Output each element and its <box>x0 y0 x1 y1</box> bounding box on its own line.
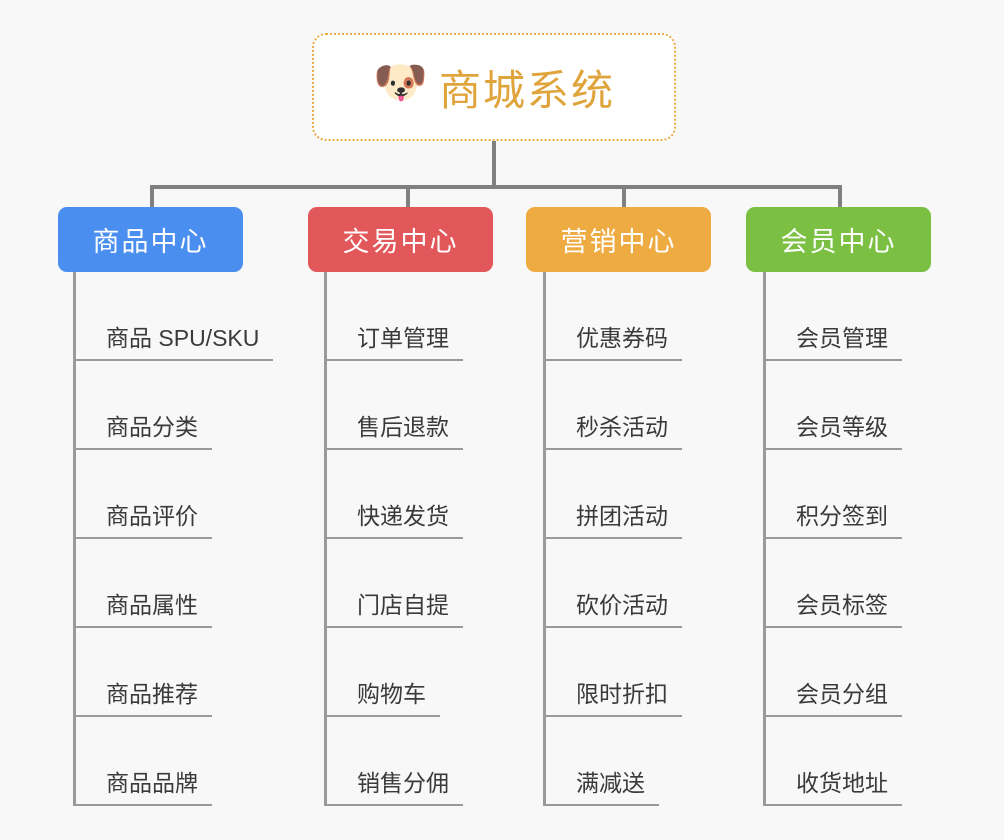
leaf-item[interactable]: 限时折扣 <box>546 628 682 717</box>
category-header-trade-center[interactable]: 交易中心 <box>308 207 493 272</box>
leaf-item[interactable]: 会员管理 <box>766 272 902 361</box>
leaf-item[interactable]: 商品推荐 <box>76 628 212 717</box>
leaf-item[interactable]: 收货地址 <box>766 717 902 806</box>
category-header-label: 营销中心 <box>560 227 677 257</box>
leaf-item[interactable]: 秒杀活动 <box>546 361 682 450</box>
leaf-item[interactable]: 商品分类 <box>76 361 212 450</box>
leaf-item-label: 积分签到 <box>766 503 902 539</box>
leaf-item-label: 售后退款 <box>327 414 463 450</box>
leaf-item-label: 商品 SPU/SKU <box>76 325 274 361</box>
leaf-item-label: 拼团活动 <box>546 503 682 539</box>
leaf-item[interactable]: 优惠券码 <box>546 272 682 361</box>
leaf-item[interactable]: 商品 SPU/SKU <box>76 272 274 361</box>
leaf-item-label: 会员等级 <box>766 414 902 450</box>
leaf-item[interactable]: 砍价活动 <box>546 539 682 628</box>
leaf-item-label: 商品分类 <box>76 414 212 450</box>
root-node-shop-system[interactable]: 🐶 商城系统 <box>312 33 676 141</box>
root-title: 商城系统 <box>438 66 615 114</box>
leaf-item-label: 商品属性 <box>76 592 212 628</box>
connector-drop-3 <box>622 185 626 209</box>
category-header-marketing-center[interactable]: 营销中心 <box>526 207 711 272</box>
category-header-member-center[interactable]: 会员中心 <box>746 207 931 272</box>
leaf-item-label: 限时折扣 <box>546 681 682 717</box>
leaf-item[interactable]: 商品评价 <box>76 450 212 539</box>
column-trunk-line <box>543 272 546 806</box>
leaf-item-label: 销售分佣 <box>327 770 463 806</box>
leaf-item[interactable]: 商品属性 <box>76 539 212 628</box>
leaf-item-label: 商品评价 <box>76 503 212 539</box>
category-header-label: 交易中心 <box>342 227 459 257</box>
category-header-label: 商品中心 <box>92 227 209 257</box>
leaf-item[interactable]: 购物车 <box>327 628 440 717</box>
leaf-item-label: 快递发货 <box>327 503 463 539</box>
leaf-item[interactable]: 会员等级 <box>766 361 902 450</box>
column-trunk-line <box>324 272 327 806</box>
leaf-item[interactable]: 门店自提 <box>327 539 463 628</box>
leaf-item-label: 商品推荐 <box>76 681 212 717</box>
leaf-item-label: 会员标签 <box>766 592 902 628</box>
leaf-item[interactable]: 拼团活动 <box>546 450 682 539</box>
leaf-item[interactable]: 订单管理 <box>327 272 463 361</box>
connector-drop-1 <box>150 185 154 209</box>
connector-root-stem <box>492 141 496 187</box>
leaf-item-label: 砍价活动 <box>546 592 682 628</box>
dog-face-icon: 🐶 <box>372 58 428 107</box>
leaf-item-label: 商品品牌 <box>76 770 212 806</box>
leaf-item[interactable]: 售后退款 <box>327 361 463 450</box>
connector-drop-4 <box>838 185 842 209</box>
leaf-item[interactable]: 会员标签 <box>766 539 902 628</box>
leaf-item[interactable]: 满减送 <box>546 717 659 806</box>
column-trunk-line <box>763 272 766 806</box>
leaf-item-label: 订单管理 <box>327 325 463 361</box>
leaf-item-label: 门店自提 <box>327 592 463 628</box>
connector-horizontal-bar <box>150 185 840 189</box>
leaf-item-label: 购物车 <box>327 681 440 717</box>
leaf-item[interactable]: 商品品牌 <box>76 717 212 806</box>
leaf-item[interactable]: 销售分佣 <box>327 717 463 806</box>
leaf-item[interactable]: 会员分组 <box>766 628 902 717</box>
connector-drop-2 <box>406 185 410 209</box>
leaf-item-label: 会员分组 <box>766 681 902 717</box>
column-trunk-line <box>73 272 76 806</box>
leaf-item-label: 会员管理 <box>766 325 902 361</box>
leaf-item-label: 优惠券码 <box>546 325 682 361</box>
leaf-item[interactable]: 快递发货 <box>327 450 463 539</box>
leaf-item-label: 秒杀活动 <box>546 414 682 450</box>
category-header-label: 会员中心 <box>780 227 897 257</box>
leaf-item-label: 收货地址 <box>766 770 902 806</box>
category-header-product-center[interactable]: 商品中心 <box>58 207 243 272</box>
leaf-item[interactable]: 积分签到 <box>766 450 902 539</box>
leaf-item-label: 满减送 <box>546 770 659 806</box>
